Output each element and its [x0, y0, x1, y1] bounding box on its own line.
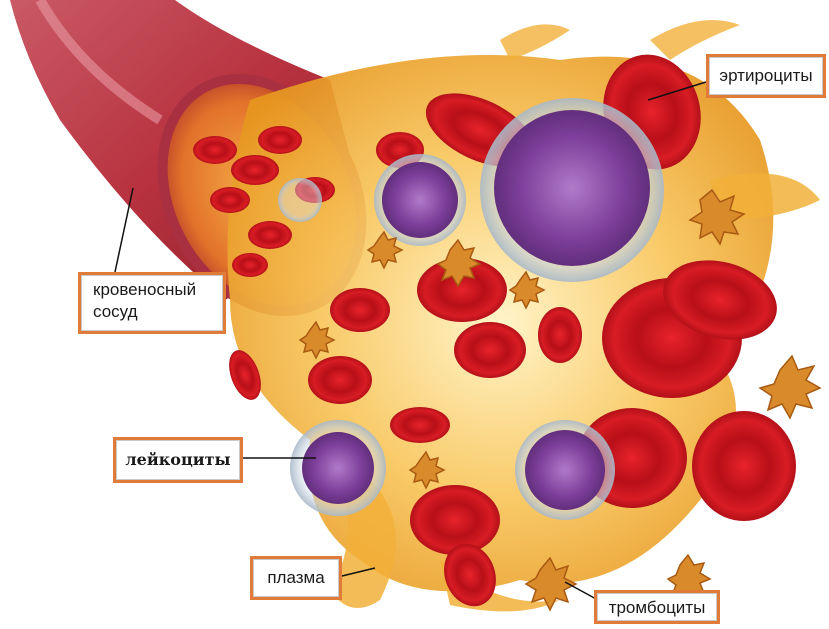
erythrocyte: [330, 288, 390, 332]
erythrocyte: [538, 307, 582, 363]
thrombocyte: [760, 356, 820, 418]
erythrocyte: [231, 155, 279, 185]
label-blood-vessel-line1: кровеносный: [93, 279, 215, 301]
erythrocyte: [390, 407, 450, 443]
erythrocyte: [258, 126, 302, 154]
label-plasma: плазма: [250, 556, 342, 600]
erythrocyte: [454, 322, 526, 378]
leukocyte: [382, 162, 458, 238]
leukocyte: [525, 430, 605, 510]
label-thrombocytes: тромбоциты: [594, 590, 720, 624]
erythrocyte: [210, 187, 250, 213]
erythrocyte: [692, 411, 796, 521]
label-blood-vessel: кровеносный сосуд: [78, 272, 226, 334]
label-blood-vessel-line2: сосуд: [93, 301, 215, 323]
erythrocyte: [308, 356, 372, 404]
erythrocyte: [248, 221, 292, 249]
label-erythrocytes: эртироциты: [706, 54, 826, 98]
label-leukocytes: лейкоциты: [113, 437, 243, 483]
leukocyte-halo: [278, 178, 322, 222]
leukocyte: [302, 432, 374, 504]
leukocyte: [494, 110, 650, 266]
erythrocyte: [193, 136, 237, 164]
erythrocyte: [232, 253, 268, 277]
plasma-stream: [500, 24, 570, 60]
erythrocyte: [410, 485, 500, 555]
